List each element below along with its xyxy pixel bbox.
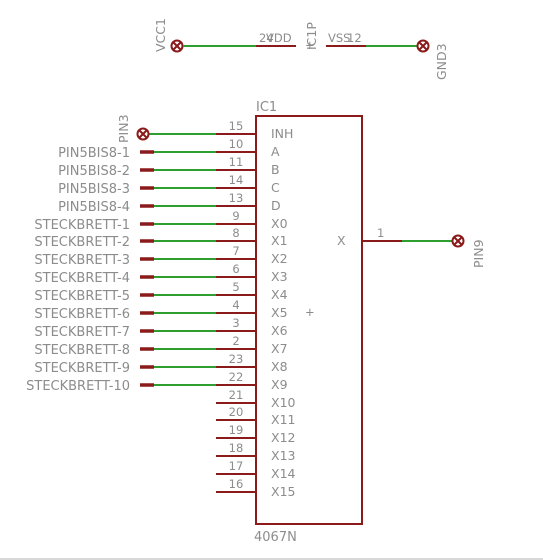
pin3-net-label: PIN3	[116, 114, 131, 143]
pin-label-x9: X9	[271, 377, 288, 392]
power-section: VCC1 24 VDD IC1P + VSS 12 GND3	[153, 18, 449, 80]
pin-label-x12: X12	[271, 430, 295, 445]
net-label-x3: STECKBRETT-4	[34, 271, 130, 286]
pin-number-b: 11	[229, 155, 244, 169]
net-label-a: PIN5BIS8-1	[58, 146, 130, 161]
pin-number-x15: 16	[229, 477, 244, 491]
net-label-x4: STECKBRETT-5	[34, 289, 130, 304]
pin-label-x14: X14	[271, 466, 296, 481]
pin-number-x8: 23	[229, 352, 244, 366]
vcc-name: VCC1	[153, 18, 168, 52]
pin-label-x4: X4	[271, 287, 288, 302]
net-label-b: PIN5BIS8-2	[58, 164, 130, 179]
pin9-net-label: PIN9	[471, 239, 486, 268]
right-pin-label: X	[337, 233, 346, 248]
pin-number-x2: 7	[232, 244, 239, 258]
pin-number-x5: 4	[232, 298, 239, 312]
pin-number-x7: 2	[232, 334, 239, 348]
pin-label-b: B	[271, 162, 280, 177]
net-label-x5: STECKBRETT-6	[34, 307, 130, 322]
pin-label-d: D	[271, 198, 281, 213]
net-label-x0: STECKBRETT-1	[34, 218, 130, 233]
ic-power-name: IC1P	[304, 22, 319, 50]
pin-number-a: 10	[229, 137, 244, 151]
ic-outline	[255, 115, 363, 525]
ic-power-origin-cross: +	[305, 38, 315, 52]
net-label-x7: STECKBRETT-8	[34, 343, 130, 358]
pin-number-x13: 18	[229, 441, 244, 455]
pin3-connector-icon[interactable]	[136, 127, 150, 141]
vdd-pin-number: 24	[259, 31, 274, 45]
net-label-c: PIN5BIS8-3	[58, 182, 130, 197]
pin-number-d: 13	[229, 191, 244, 205]
pin-label-x5: X5	[271, 305, 288, 320]
pin-label-x3: X3	[271, 269, 288, 284]
pin-label-x13: X13	[271, 448, 295, 463]
pin-number-inh: 15	[229, 119, 244, 133]
vdd-pin-label: VDD	[266, 31, 292, 45]
ic-origin-cross: +	[305, 305, 315, 319]
pin-number-x14: 17	[229, 459, 244, 473]
pin-number-x11: 20	[229, 405, 244, 419]
pin-number-x10: 21	[229, 388, 244, 402]
pin-number-x12: 19	[229, 423, 244, 437]
pin-label-inh: INH	[271, 126, 293, 141]
pin9-connector-icon[interactable]	[451, 234, 465, 248]
ic-name: IC1	[256, 100, 277, 115]
gnd-connector-icon[interactable]	[416, 39, 430, 53]
right-pin-x[interactable]: X 1 PIN9	[337, 226, 486, 268]
pin-label-x0: X0	[271, 216, 288, 231]
net-label-x9: STECKBRETT-10	[26, 379, 130, 394]
net-label-x1: STECKBRETT-2	[34, 235, 130, 250]
pin-number-x0: 9	[232, 209, 239, 223]
gnd-name: GND3	[434, 43, 449, 80]
pin-number-c: 14	[229, 173, 244, 187]
pin-label-x10: X10	[271, 395, 296, 410]
pin-label-c: C	[271, 180, 280, 195]
vcc-connector-icon[interactable]	[170, 39, 184, 53]
net-label-x2: STECKBRETT-3	[34, 253, 130, 268]
pin-label-x7: X7	[271, 341, 288, 356]
pin-number-x4: 5	[232, 280, 239, 294]
vss-pin-number: 12	[347, 31, 362, 45]
pin-label-x1: X1	[271, 233, 288, 248]
pin-label-x2: X2	[271, 251, 288, 266]
net-label-x8: STECKBRETT-9	[34, 361, 130, 376]
pin-label-x8: X8	[271, 359, 288, 374]
pin-label-a: A	[271, 144, 280, 159]
bottom-border	[0, 558, 543, 560]
pin-label-x6: X6	[271, 323, 288, 338]
pin-number-x6: 3	[232, 316, 239, 330]
right-pin-number: 1	[377, 226, 384, 240]
pin-label-x11: X11	[271, 412, 295, 427]
ic-value: 4067N	[254, 530, 297, 545]
pin-number-x3: 6	[232, 262, 239, 276]
pin-number-x1: 8	[232, 226, 239, 240]
ic-body[interactable]	[255, 115, 363, 525]
net-label-d: PIN5BIS8-4	[58, 200, 130, 215]
vss-pin-label: VSS	[328, 31, 350, 45]
pin-label-x15: X15	[271, 484, 295, 499]
pin-number-x9: 22	[229, 370, 244, 384]
net-label-x6: STECKBRETT-7	[34, 325, 130, 340]
